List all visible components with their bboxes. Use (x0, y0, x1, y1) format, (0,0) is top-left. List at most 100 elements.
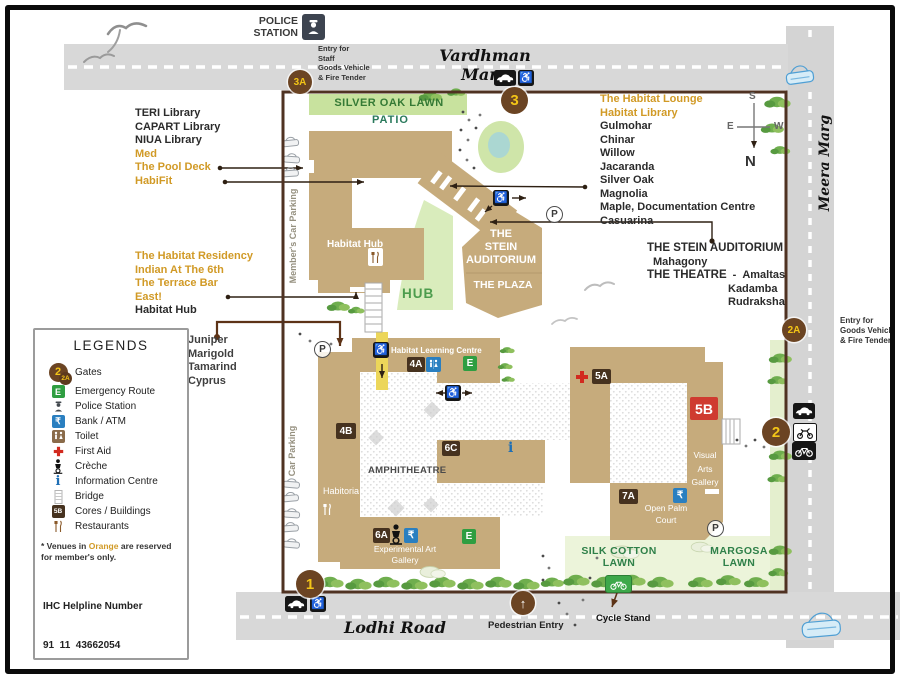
restaurant-icon (320, 501, 334, 518)
gate-2a: 2A (782, 318, 806, 342)
core-5a-badge: 5A (592, 369, 611, 384)
creche-icon (41, 459, 75, 474)
pedestrian-entry-arrow-icon: ↑ (511, 591, 535, 615)
building-stein-auditorium (462, 206, 542, 318)
label-line: Rudraksha (728, 296, 785, 308)
label-line: Amaltas (742, 269, 786, 281)
label-line: Maple, Documentation Centre (600, 201, 756, 213)
open-palm-court-area (610, 383, 687, 483)
parking-icon: P (314, 341, 331, 358)
habitat-hub-label: Habitat Hub (327, 239, 384, 250)
pedestrian-entry-label: Pedestrian Entry (488, 620, 564, 631)
accessibility-icon: ♿ (493, 190, 509, 206)
label-line: CAPART Library (135, 120, 221, 133)
legend-row-emergency: E Emergency Route (35, 384, 187, 399)
first-aid-icon (41, 446, 75, 457)
legend-row-police: Police Station (35, 399, 187, 414)
label-line: The Habitat Lounge (600, 93, 703, 105)
car-parking-label: Car Parking (287, 425, 297, 477)
label-line: NIUA Library (135, 134, 202, 146)
legend-row-gates: 2 2A Gates (35, 360, 187, 385)
car-sketch-icon (785, 65, 841, 639)
theatre-label: THE THEATRE (647, 269, 727, 281)
silver-oak-lawn-label: SILVER OAK LAWN (334, 97, 444, 109)
amphitheatre-label: AMPHITHEATRE (368, 465, 447, 476)
label-line: Kadamba (728, 282, 778, 295)
emergency-route-icon: E (51, 385, 65, 398)
label-line: Mahagony (653, 255, 708, 268)
label-connectors-brown (215, 320, 618, 608)
accessible-path (376, 332, 388, 390)
creche-icon (389, 524, 403, 545)
orange-word: Orange (88, 541, 119, 551)
information-centre-icon: i (508, 440, 514, 456)
core-icon: 5B (51, 505, 65, 518)
bank-atm-icon: ₹ (673, 488, 687, 503)
stein-auditorium-label: THE STEIN AUDITORIUM (647, 242, 784, 254)
label-line: Gulmohar (600, 120, 652, 132)
label-line: Willow (600, 147, 635, 159)
label-line: Tamarind (188, 361, 237, 373)
legend-row-restaurants: Restaurants (35, 519, 187, 534)
label-line: The Habitat Residency (135, 250, 253, 262)
motorcycle-icon (793, 423, 817, 442)
right-label-group-1: The Habitat Lounge Habitat Library Gulmo… (600, 93, 755, 228)
label-line: HabiFit (135, 174, 173, 187)
police-station-icon (41, 400, 75, 413)
bank-atm-icon: ₹ (404, 528, 418, 543)
label-line: The Terrace Bar (135, 277, 218, 289)
bicycle-icon (792, 442, 816, 460)
left-label-group-2: The Habitat Residency Indian At The 6th … (135, 250, 253, 318)
toilet-icon (51, 430, 65, 443)
members-parking-label: Member's Car Parking (288, 188, 298, 284)
compass-n: N (745, 153, 756, 170)
learning-centre-label: Habitat Learning Centre (391, 346, 482, 355)
helpline-number: 91 11 43662054 (43, 640, 121, 651)
core-6c-badge: 6C (442, 441, 460, 456)
gate-3a: 3A (288, 70, 312, 94)
bridge-icon (41, 489, 75, 504)
car-entry-icon (494, 70, 516, 86)
compass-w: W (774, 121, 784, 132)
meera-marg-label: Meera Marg (817, 114, 833, 212)
label-line: Habitat Library (600, 106, 678, 119)
hub-lawn-area (397, 200, 453, 310)
label-line: Silver Oak (600, 174, 654, 186)
accessibility-icon: ♿ (518, 70, 534, 86)
bank-atm-icon: ₹ (51, 415, 65, 428)
toilet-icon (426, 357, 441, 372)
legend-row-bridge: Bridge (35, 489, 187, 504)
police-station-icon (302, 14, 325, 40)
left-label-group-1: TERI Library CAPART Library NIUA Library… (135, 107, 220, 188)
cycle-stand-label: Cycle Stand (596, 613, 651, 624)
core-5b-badge: 5B (690, 397, 718, 420)
legend-row-creche: Crèche (35, 459, 187, 474)
habitoria-label: Habitoria (323, 486, 360, 496)
plaza-label: THE PLAZA (473, 279, 533, 291)
bird-icon (83, 22, 615, 325)
label-line: TERI Library (135, 107, 201, 119)
core-7a-badge: 7A (619, 489, 638, 504)
car-entry-icon (285, 596, 307, 612)
label-line: Juniper (188, 334, 228, 346)
bridge-icon (364, 282, 741, 445)
helpline: IHC Helpline Number 91 11 43662054 (43, 574, 181, 678)
accessibility-icon: ♿ (310, 596, 326, 612)
label-line: Habitat Hub (135, 304, 197, 316)
accessibility-icon: ♿ (445, 385, 461, 401)
gate-icon: 2 2A (41, 362, 75, 385)
label-line: Chinar (600, 133, 635, 146)
legend-row-firstaid: First Aid (35, 444, 187, 459)
label-line: Indian At The 6th (135, 263, 224, 276)
label-line: Jacaranda (600, 160, 655, 173)
helpline-title: IHC Helpline Number (43, 601, 143, 612)
emergency-route-badge: E (463, 356, 477, 371)
core-4b-badge: 4B (336, 423, 356, 439)
gate-1: 1 (296, 570, 324, 598)
information-centre-icon: i (55, 474, 61, 489)
